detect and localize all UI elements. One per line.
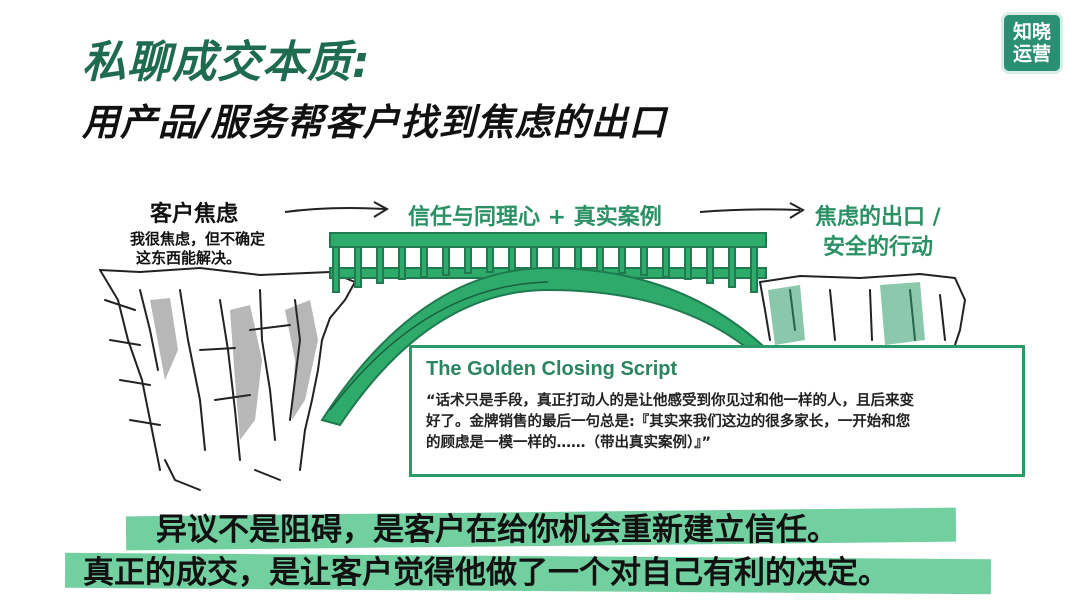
logo-line-2: 运营	[1012, 43, 1051, 65]
page-title: 私聊成交本质:	[82, 37, 371, 88]
quote-title: The Golden Closing Script	[426, 358, 678, 380]
highlight-line-1: 异议不是阻碍，是客户在给你机会重新建立信任。	[125, 504, 957, 551]
exit-line-1: 焦虑的出口 /	[815, 205, 941, 230]
anxiety-heading: 客户焦虑	[150, 202, 239, 227]
quote-box: The Golden Closing Script “话术只是手段，真正打动人的…	[409, 345, 1025, 477]
anxiety-line-2: 这东西能解决。	[136, 249, 242, 267]
arrow-1	[284, 201, 390, 218]
quote-line-3: 的顾虑是一模一样的……（带出真实案例）』”	[426, 435, 712, 451]
highlight-line-2: 真正的成交，是让客户觉得他做了一个对自己有利的决定。	[64, 547, 992, 595]
logo-line-1: 知晓	[1012, 21, 1051, 43]
bridge-label: 信任与同理心 + 真实案例	[408, 205, 662, 230]
quote-line-1: “话术只是手段，真正打动人的是让他感受到你见过和他一样的人，且后来变	[426, 393, 915, 409]
left-cliff-shading	[150, 298, 318, 440]
highlight-text-1: 异议不是阻碍，是客户在给你机会重新建立信任。	[156, 512, 838, 548]
anxiety-line-1: 我很焦虑，但不确定	[130, 230, 266, 248]
left-cliff	[99, 267, 356, 491]
brand-logo: 知晓 运营	[1001, 12, 1063, 74]
bridge	[320, 232, 767, 427]
exit-line-2: 安全的行动	[823, 235, 934, 260]
right-cliff-shading	[768, 282, 925, 345]
arrow-2	[699, 202, 806, 219]
page-subtitle: 用产品/服务帮客户找到焦虑的出口	[82, 101, 667, 144]
highlight-text-2: 真正的成交，是让客户觉得他做了一个对自己有利的决定。	[83, 555, 889, 591]
quote-line-2: 好了。金牌销售的最后一句总是:『其实来我们这边的很多家长，一开始和您	[426, 414, 911, 430]
